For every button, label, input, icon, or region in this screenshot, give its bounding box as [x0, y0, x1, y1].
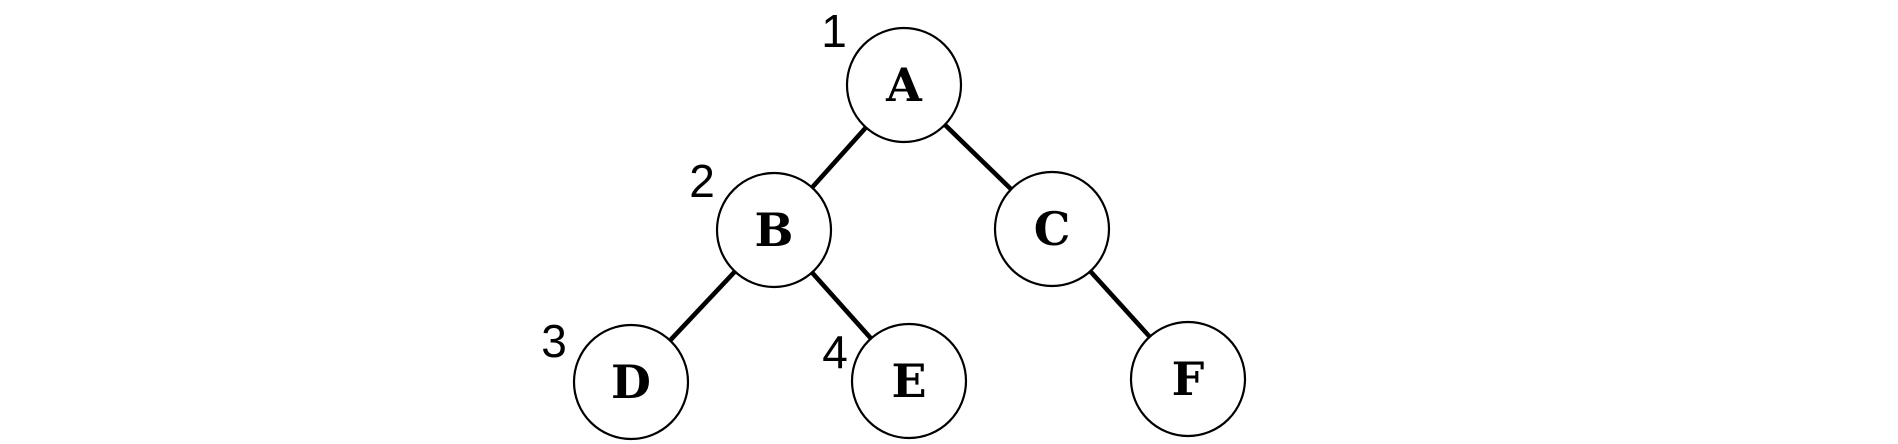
node-circle-E [850, 322, 968, 440]
node-label-E: E [891, 354, 926, 408]
tree-node-E: E4 [822, 322, 968, 440]
order-number-D: 3 [541, 315, 567, 367]
node-label-A: A [885, 58, 923, 112]
node-circle-A [845, 26, 963, 144]
node-label-C: C [1034, 202, 1071, 256]
node-circle-D [572, 323, 690, 441]
order-number-B: 2 [689, 155, 715, 207]
order-number-A: 1 [821, 5, 847, 57]
tree-node-B: B2 [689, 155, 833, 289]
tree-node-D: D3 [541, 315, 690, 441]
node-circle-C [993, 170, 1111, 288]
tree-node-F: F [1129, 320, 1247, 438]
node-circle-F [1129, 320, 1247, 438]
node-circle-B [715, 171, 833, 289]
node-label-B: B [755, 203, 794, 257]
node-label-D: D [611, 355, 651, 409]
order-number-E: 4 [822, 326, 848, 378]
tree-node-C: C [993, 170, 1111, 288]
tree-node-A: A1 [821, 5, 963, 144]
node-label-F: F [1172, 352, 1205, 406]
